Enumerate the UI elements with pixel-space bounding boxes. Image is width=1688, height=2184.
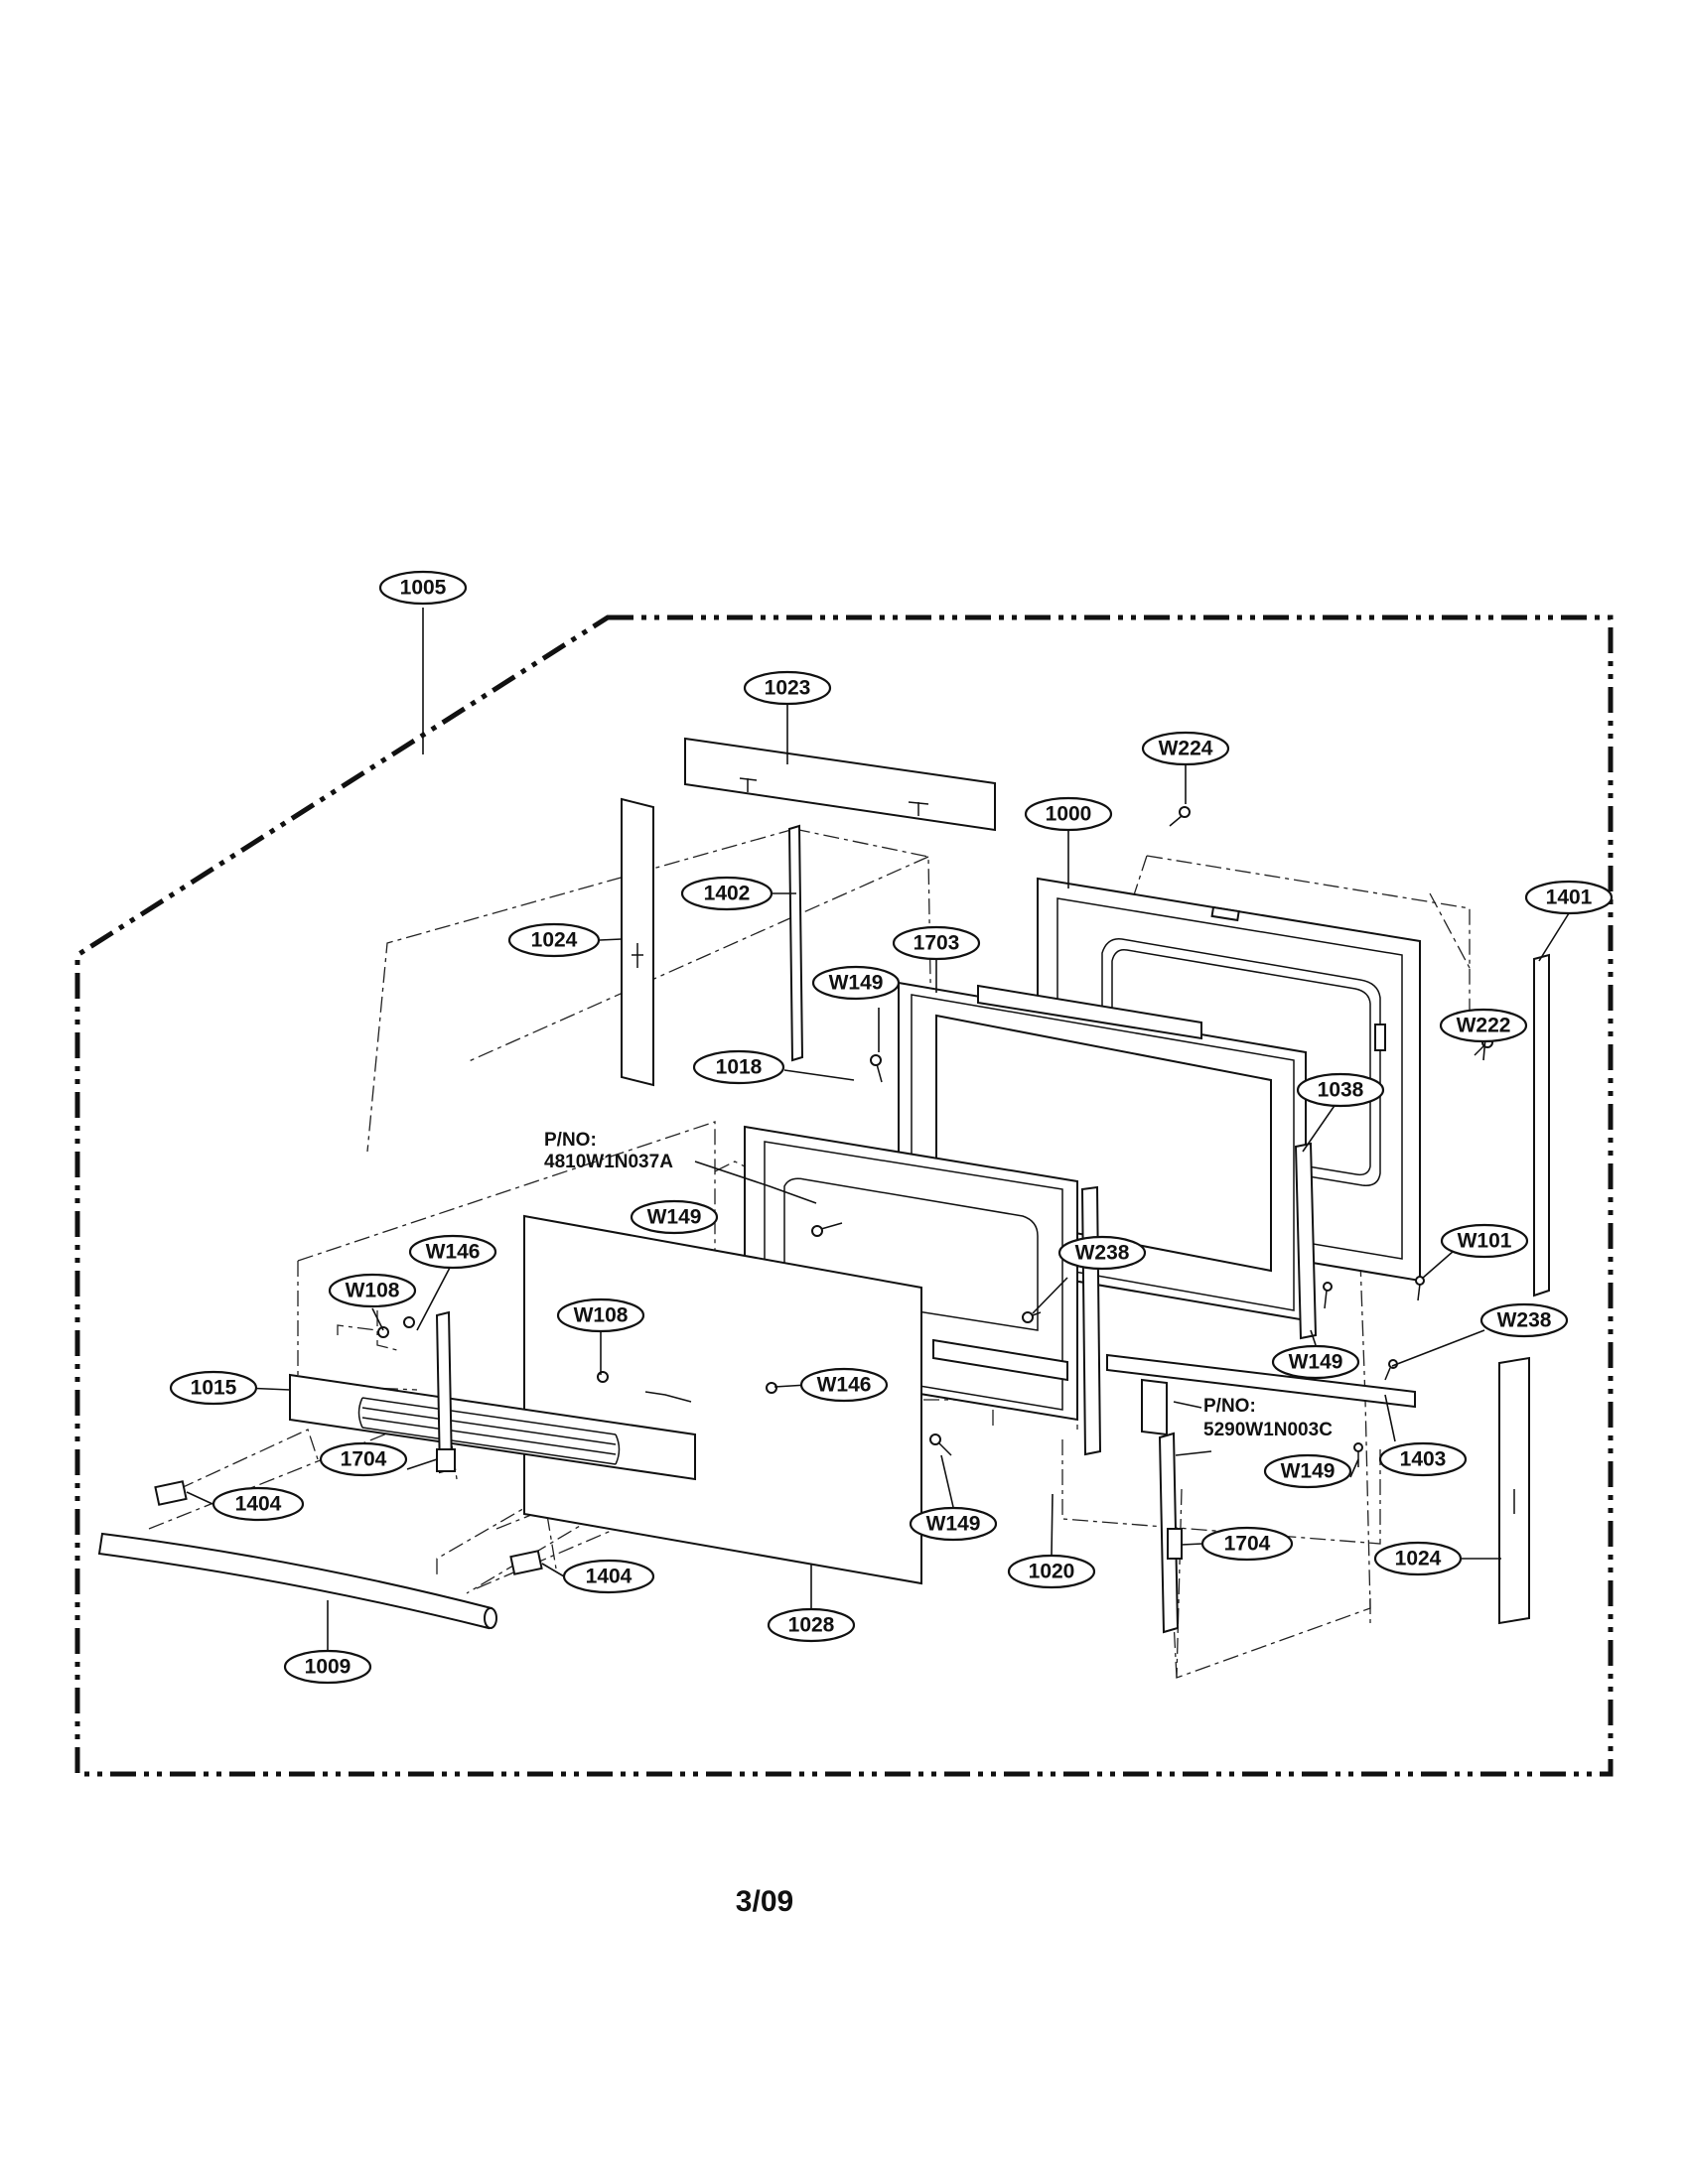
callout-1703: 1703 (892, 925, 981, 961)
svg-text:1028: 1028 (788, 1614, 835, 1637)
svg-text:1038: 1038 (1318, 1079, 1364, 1102)
part-1404-left-mount (154, 1480, 188, 1506)
callout-w149-top: W149 (811, 965, 901, 1001)
part-1404-right-mount (509, 1550, 543, 1575)
parts (97, 737, 1550, 1634)
callout-1015: 1015 (169, 1370, 258, 1406)
svg-text:W238: W238 (1497, 1309, 1552, 1332)
callout-w146-top: W146 (408, 1234, 497, 1270)
callout-w149-mid-left: W149 (630, 1199, 719, 1235)
svg-text:1024: 1024 (1395, 1548, 1442, 1570)
callout-1000: 1000 (1024, 796, 1113, 832)
callout-1403: 1403 (1378, 1441, 1468, 1477)
page-number: 3/09 (736, 1885, 793, 1918)
part-1402-bracket (787, 824, 804, 1062)
svg-text:P/NO:: P/NO: (544, 1130, 597, 1151)
callout-1404-left: 1404 (211, 1486, 305, 1522)
svg-text:W101: W101 (1458, 1230, 1512, 1253)
part-1704-left-hinge (435, 1310, 454, 1474)
part-number-note-lower: P/NO: 5290W1N003C (1173, 1396, 1333, 1440)
callout-w238-mid: W238 (1057, 1235, 1147, 1271)
part-number-note-upper: P/NO: 4810W1N037A (544, 1130, 817, 1204)
assembly-boundary (74, 614, 1614, 1777)
callout-1024-left: 1024 (507, 922, 601, 958)
callout-1404-right: 1404 (562, 1559, 655, 1594)
callout-1024-right: 1024 (1373, 1541, 1463, 1576)
svg-text:5290W1N003C: 5290W1N003C (1203, 1420, 1333, 1440)
svg-text:1404: 1404 (235, 1493, 282, 1516)
callout-1020: 1020 (1007, 1554, 1096, 1589)
svg-text:1403: 1403 (1400, 1448, 1447, 1471)
svg-text:W146: W146 (426, 1241, 481, 1264)
svg-text:W149: W149 (1281, 1460, 1336, 1483)
svg-text:P/NO:: P/NO: (1203, 1396, 1256, 1417)
callout-1028: 1028 (767, 1607, 856, 1643)
callout-w149-bottom: W149 (909, 1506, 998, 1542)
callout-1018: 1018 (692, 1049, 785, 1085)
callout-w146-right: W146 (799, 1367, 889, 1403)
svg-text:1401: 1401 (1546, 887, 1593, 909)
part-1403-bottom-bracket (1106, 1353, 1416, 1409)
callout-1005: 1005 (378, 570, 468, 606)
svg-text:1009: 1009 (305, 1656, 352, 1679)
part-1009-handle (97, 1532, 493, 1630)
callout-w149-mid-right: W149 (1271, 1344, 1360, 1380)
svg-text:1704: 1704 (341, 1448, 387, 1471)
part-1401-side-strip (1533, 953, 1550, 1297)
svg-text:W222: W222 (1457, 1015, 1511, 1037)
svg-text:W149: W149 (829, 972, 884, 995)
svg-text:W108: W108 (574, 1304, 629, 1327)
svg-text:W149: W149 (1289, 1351, 1343, 1374)
svg-text:W146: W146 (817, 1374, 872, 1397)
callout-w108-left: W108 (328, 1273, 417, 1308)
svg-text:W108: W108 (346, 1280, 400, 1302)
callout-1402: 1402 (680, 876, 774, 911)
svg-text:4810W1N037A: 4810W1N037A (544, 1152, 673, 1172)
part-1038-hinge (1294, 1142, 1318, 1340)
svg-text:W238: W238 (1075, 1242, 1130, 1265)
svg-text:1015: 1015 (191, 1377, 237, 1400)
svg-text:1023: 1023 (765, 677, 811, 700)
callout-w108-center: W108 (556, 1297, 645, 1333)
svg-text:1018: 1018 (716, 1056, 763, 1079)
part-1024-left-trim (621, 797, 654, 1087)
callout-w224: W224 (1141, 731, 1230, 766)
svg-text:W224: W224 (1159, 738, 1213, 760)
svg-text:W149: W149 (926, 1513, 981, 1536)
svg-text:1703: 1703 (914, 932, 960, 955)
callout-w222: W222 (1439, 1008, 1528, 1043)
callout-1704-left: 1704 (319, 1441, 408, 1477)
callout-1009: 1009 (283, 1649, 372, 1685)
callout-1038: 1038 (1296, 1072, 1385, 1108)
svg-text:1704: 1704 (1224, 1533, 1271, 1556)
svg-text:W149: W149 (647, 1206, 702, 1229)
callout-w238-right: W238 (1479, 1302, 1569, 1338)
svg-text:1404: 1404 (586, 1566, 633, 1588)
svg-text:1000: 1000 (1046, 803, 1092, 826)
part-1023-top-trim (684, 737, 996, 832)
svg-text:1024: 1024 (531, 929, 578, 952)
svg-text:1005: 1005 (400, 577, 447, 600)
callout-w149-lower-right: W149 (1263, 1453, 1352, 1489)
svg-text:1402: 1402 (704, 883, 751, 905)
svg-text:1020: 1020 (1029, 1561, 1075, 1583)
callout-1401: 1401 (1524, 880, 1614, 915)
callout-1704-right: 1704 (1200, 1526, 1294, 1562)
callout-1023: 1023 (743, 670, 832, 706)
callout-w101: W101 (1440, 1223, 1529, 1259)
screws (377, 806, 1493, 1467)
